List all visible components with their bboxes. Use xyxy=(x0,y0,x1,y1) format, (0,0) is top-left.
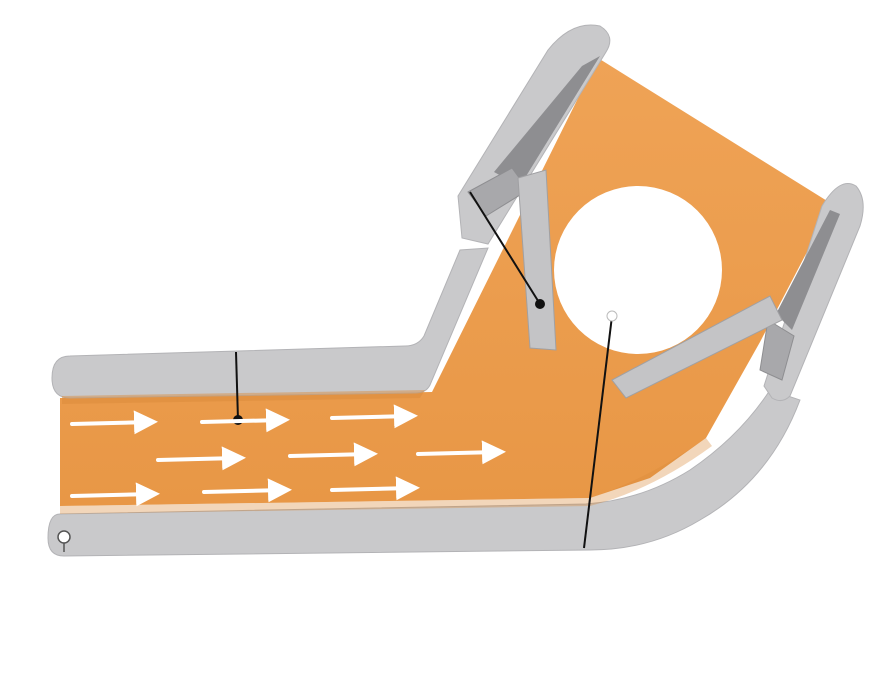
flow-arrow xyxy=(416,440,506,465)
lower-seat-collar xyxy=(759,319,795,381)
flow-arrows xyxy=(70,404,506,507)
leader-line-flap xyxy=(469,191,541,305)
flow-arrow xyxy=(330,404,418,429)
leader-dot-flap xyxy=(535,299,545,309)
flow-arrow xyxy=(330,476,420,501)
inlet-lower-wall xyxy=(47,389,801,557)
check-ball xyxy=(554,186,722,354)
lower-wall-shadow xyxy=(60,438,712,514)
hinged-flap xyxy=(517,169,557,351)
inlet-upper-wall-shadow xyxy=(62,390,425,404)
fluid-channel xyxy=(60,58,832,506)
flow-arrow xyxy=(202,478,292,503)
lower-seal-flap xyxy=(611,295,783,399)
leader-dot-ball xyxy=(606,310,618,322)
body-upper-cap-dark xyxy=(494,56,600,186)
flow-arrow xyxy=(288,442,378,467)
flow-arrow xyxy=(156,446,246,471)
flow-arrow xyxy=(200,408,290,433)
leader-line-ball xyxy=(583,315,613,549)
leader-line-inlet xyxy=(235,351,239,421)
flow-arrow xyxy=(70,482,160,507)
inlet-upper-wall xyxy=(51,247,489,399)
body-right-cap-dark xyxy=(776,210,840,330)
flow-arrow xyxy=(70,410,158,435)
pivot-pin xyxy=(57,530,71,544)
